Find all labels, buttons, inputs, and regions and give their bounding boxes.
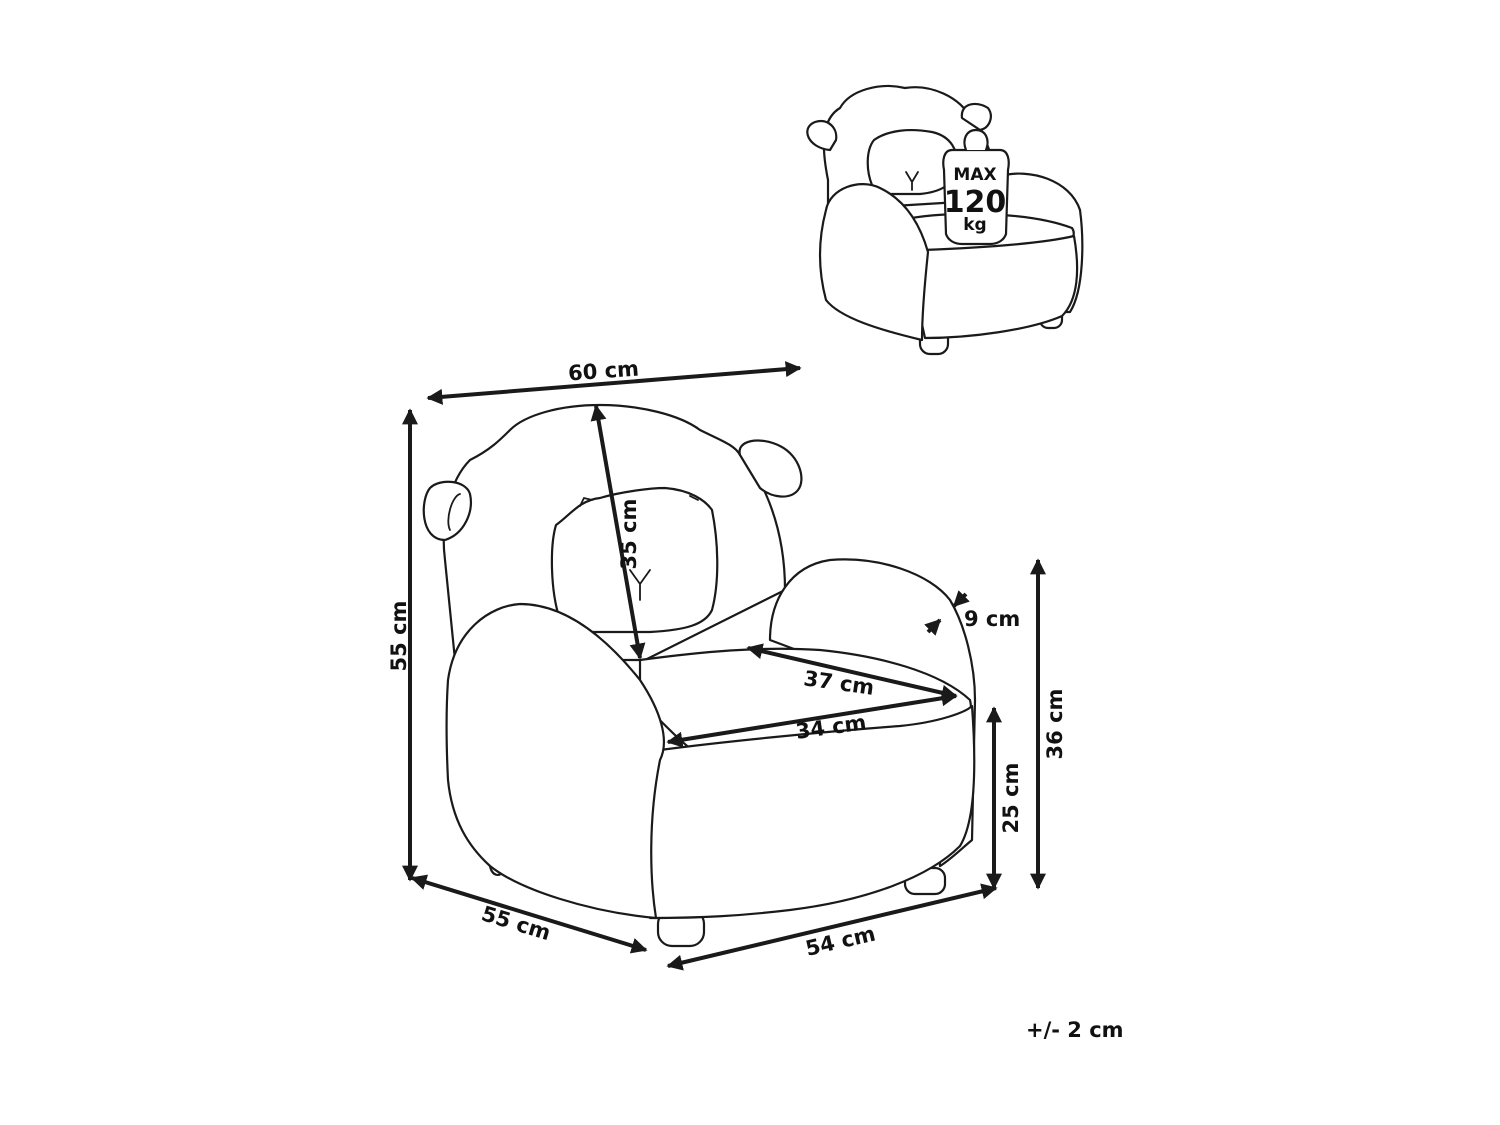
preview-chair: MAX 120 kg — [806, 84, 1084, 356]
max-load-unit: kg — [963, 215, 986, 235]
tolerance-note: +/- 2 cm — [1026, 1018, 1124, 1042]
main-chair — [422, 403, 977, 948]
depth-dimension-line — [410, 874, 648, 954]
armrest-height-label: 36 cm — [1043, 689, 1067, 760]
left-ear — [422, 480, 472, 542]
armrest-width-arrow-top — [952, 590, 970, 608]
total-height-label: 55 cm — [387, 601, 411, 672]
right-armrest — [768, 558, 977, 868]
seat-depth-line — [746, 643, 958, 701]
max-label: MAX — [953, 165, 996, 185]
seat-width-line — [666, 690, 958, 748]
armrest-width-arrow-bottom — [924, 618, 942, 636]
backrest-height-label: 35 cm — [617, 499, 641, 570]
armrest-width-label: 9 cm — [964, 607, 1020, 631]
right-ear — [738, 439, 803, 498]
backrest-height-line — [590, 404, 646, 660]
weight-icon — [942, 148, 1010, 246]
seat-height-label: 25 cm — [999, 763, 1023, 834]
left-armrest — [445, 602, 665, 920]
total-width-label: 60 cm — [567, 357, 639, 386]
front-width-label: 54 cm — [803, 922, 877, 961]
max-load-value: 120 — [944, 185, 1007, 220]
front-width-line — [666, 883, 998, 971]
width-dimension-line — [426, 361, 802, 405]
dimension-lines — [402, 361, 1046, 971]
